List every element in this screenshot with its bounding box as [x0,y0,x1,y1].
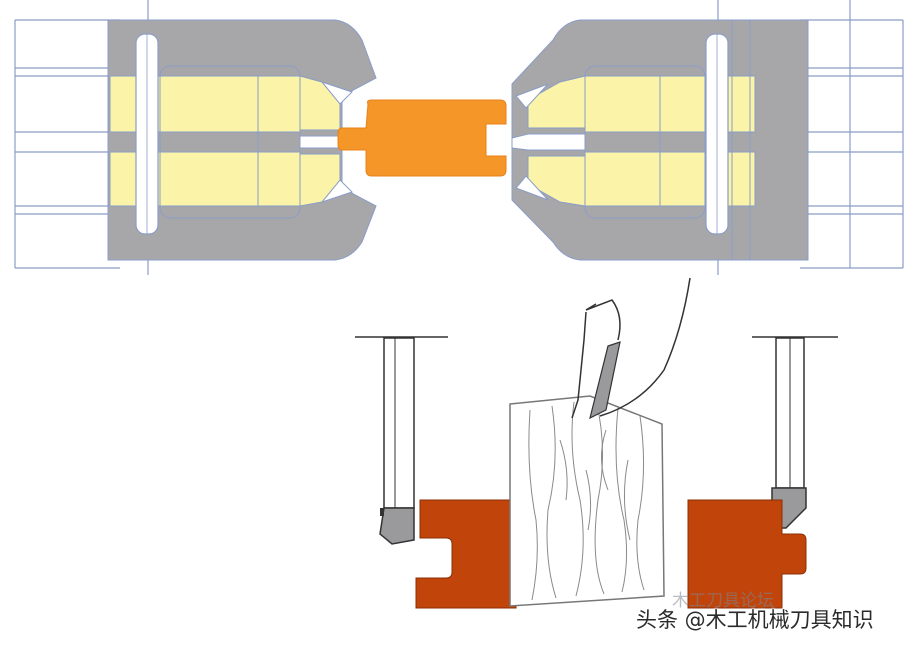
left-cutter-head [107,19,377,261]
bottom-cross-section [355,277,838,609]
watermark-text: 头条 @木工机械刀具知识 [636,608,874,632]
orange-workpiece [337,99,507,177]
right-cutter-profile [527,75,586,129]
right-yellow-band-bottom [584,151,756,207]
knife-sketch [571,277,691,419]
left-cutter-blade [379,507,415,545]
wood-block [509,395,665,607]
right-cutter-head [511,19,809,261]
knife-blade [589,341,621,420]
right-yellow-band-top [584,75,756,133]
wood-grain [528,399,645,601]
left-tool-post [355,336,448,545]
right-tool-post [752,336,838,529]
top-cutter-assembly [14,0,904,275]
left-cutter-profile [299,75,341,131]
watermark-faint-text: 木工刀具论坛 [672,591,774,611]
right-board-section [687,499,807,609]
left-board-section [415,499,517,609]
